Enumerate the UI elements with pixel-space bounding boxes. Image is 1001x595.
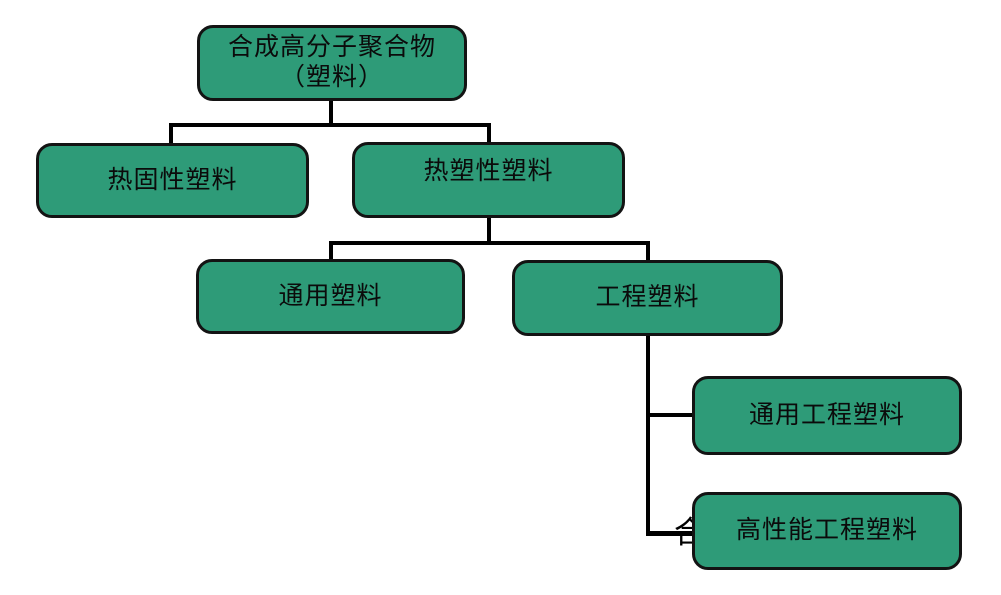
connector-root-drop	[329, 100, 333, 127]
connector-level1-bar	[169, 123, 491, 127]
node-thermoplastic: 热塑性塑料	[352, 142, 625, 218]
node-label: 通用工程塑料	[748, 401, 905, 429]
node-general-engineering-plastic: 通用工程塑料	[692, 376, 962, 455]
connector-engineering-out	[646, 335, 650, 536]
connector-engineering-drop	[646, 241, 650, 262]
connector-thermoset-drop	[169, 123, 173, 145]
node-label: 热固性塑料	[107, 166, 238, 194]
connector-level2-bar	[329, 241, 650, 245]
connector-branch-high-perf	[646, 531, 694, 536]
connector-thermoplastic-drop	[487, 123, 491, 144]
node-label-line1: 合成高分子聚合物	[227, 34, 436, 61]
node-synthetic-polymer-label: 合成高分子聚合物 （塑料）	[228, 33, 436, 93]
node-general-plastic: 通用塑料	[196, 259, 465, 334]
node-engineering-plastic: 工程塑料	[512, 260, 783, 336]
node-thermosetting-plastic: 热固性塑料	[36, 143, 309, 218]
node-label: 工程塑料	[595, 284, 700, 311]
node-high-performance-engineering-plastic: 高性能工程塑料	[692, 492, 962, 570]
node-label: 热塑性塑料	[423, 158, 554, 185]
node-label-line2: （塑料）	[279, 64, 384, 91]
connector-branch-general-eng	[646, 413, 694, 417]
node-label: 通用塑料	[278, 282, 383, 310]
connector-general-drop	[329, 241, 333, 261]
node-synthetic-polymer: 合成高分子聚合物 （塑料）	[197, 25, 467, 101]
connector-thermoplastic-out	[487, 217, 491, 245]
node-label: 高性能工程塑料	[735, 517, 918, 544]
